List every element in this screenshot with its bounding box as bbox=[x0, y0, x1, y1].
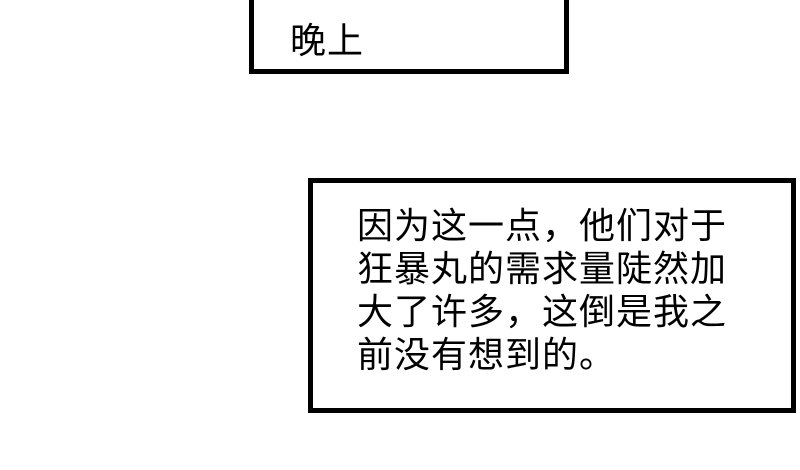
top-caption-box: 晚上 bbox=[249, 0, 569, 74]
caption-line: 因为这一点，他们对于 bbox=[357, 206, 728, 247]
caption-text: 因为这一点，他们对于 狂暴丸的需求量陡然加 大了许多，这倒是我之 前没有想到的。 bbox=[357, 205, 727, 377]
caption-line: 前没有想到的。 bbox=[357, 335, 617, 376]
caption-line: 晚上 bbox=[290, 21, 365, 62]
caption-line: 狂暴丸的需求量陡然加 bbox=[357, 249, 728, 290]
caption-line: 大了许多，这倒是我之 bbox=[357, 292, 728, 333]
bottom-caption-box: 因为这一点，他们对于 狂暴丸的需求量陡然加 大了许多，这倒是我之 前没有想到的。 bbox=[308, 178, 796, 413]
